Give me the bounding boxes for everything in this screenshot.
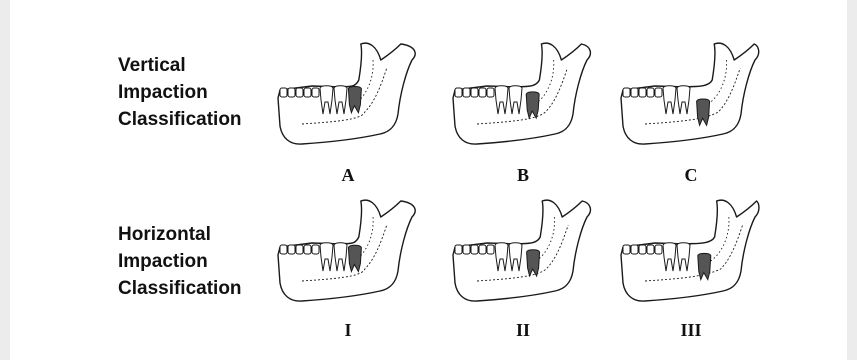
tooth-crown bbox=[639, 88, 646, 97]
jaw-diagram-c bbox=[615, 38, 765, 153]
jaw-diagram-b bbox=[447, 38, 597, 153]
molar bbox=[677, 86, 690, 114]
tooth-crown bbox=[623, 245, 630, 254]
tooth-crown bbox=[312, 88, 319, 97]
tooth-crown bbox=[479, 88, 486, 97]
tooth-crown bbox=[623, 88, 630, 97]
tooth-crown bbox=[487, 245, 494, 254]
panel-label-i: I bbox=[318, 320, 378, 341]
panel-label-iii: III bbox=[661, 320, 721, 341]
panel-label-c: C bbox=[661, 165, 721, 186]
tooth-crown bbox=[455, 245, 462, 254]
molar bbox=[334, 243, 347, 271]
impacted-third-molar bbox=[698, 253, 711, 279]
molar bbox=[677, 243, 690, 271]
molar bbox=[663, 86, 676, 114]
molar bbox=[663, 243, 676, 271]
vertical-title-line-2: Impaction bbox=[118, 79, 242, 106]
tooth-crown bbox=[304, 245, 311, 254]
tooth-crown bbox=[288, 245, 295, 254]
molar bbox=[495, 243, 508, 271]
tooth-crown bbox=[312, 245, 319, 254]
impacted-third-molar bbox=[348, 86, 361, 112]
tooth-crown bbox=[463, 245, 470, 254]
jaw-diagram-ii bbox=[447, 195, 597, 310]
tooth-crown bbox=[647, 88, 654, 97]
impacted-third-molar bbox=[526, 92, 539, 118]
panel-label-b: B bbox=[493, 165, 553, 186]
impacted-third-molar bbox=[697, 99, 710, 125]
tooth-crown bbox=[655, 245, 662, 254]
jaw-diagram-iii bbox=[615, 195, 765, 310]
impacted-third-molar bbox=[348, 245, 361, 271]
molar bbox=[320, 243, 333, 271]
vertical-title-line-1: Vertical bbox=[118, 52, 242, 79]
tooth-crown bbox=[471, 88, 478, 97]
tooth-crown bbox=[296, 88, 303, 97]
vertical-title-line-3: Classification bbox=[118, 106, 242, 133]
tooth-crown bbox=[288, 88, 295, 97]
tooth-crown bbox=[479, 245, 486, 254]
tooth-crown bbox=[631, 88, 638, 97]
figure-page: Vertical Impaction Classification Horizo… bbox=[10, 0, 847, 360]
molar bbox=[509, 86, 522, 114]
tooth-crown bbox=[631, 245, 638, 254]
horizontal-title-line-3: Classification bbox=[118, 275, 242, 302]
molar bbox=[320, 86, 333, 114]
horizontal-row-title: Horizontal Impaction Classification bbox=[118, 221, 242, 302]
tooth-crown bbox=[463, 88, 470, 97]
tooth-crown bbox=[655, 88, 662, 97]
tooth-crown bbox=[487, 88, 494, 97]
tooth-crown bbox=[280, 245, 287, 254]
jaw-diagram-i bbox=[272, 195, 422, 310]
impacted-third-molar bbox=[527, 250, 540, 276]
tooth-crown bbox=[304, 88, 311, 97]
vertical-row-title: Vertical Impaction Classification bbox=[118, 52, 242, 133]
molar bbox=[509, 243, 522, 271]
tooth-crown bbox=[280, 88, 287, 97]
panel-label-ii: II bbox=[493, 320, 553, 341]
molar bbox=[334, 86, 347, 114]
panel-label-a: A bbox=[318, 165, 378, 186]
tooth-crown bbox=[455, 88, 462, 97]
tooth-crown bbox=[471, 245, 478, 254]
tooth-crown bbox=[639, 245, 646, 254]
jaw-diagram-a bbox=[272, 38, 422, 153]
horizontal-title-line-1: Horizontal bbox=[118, 221, 242, 248]
horizontal-title-line-2: Impaction bbox=[118, 248, 242, 275]
tooth-crown bbox=[296, 245, 303, 254]
tooth-crown bbox=[647, 245, 654, 254]
molar bbox=[495, 86, 508, 114]
